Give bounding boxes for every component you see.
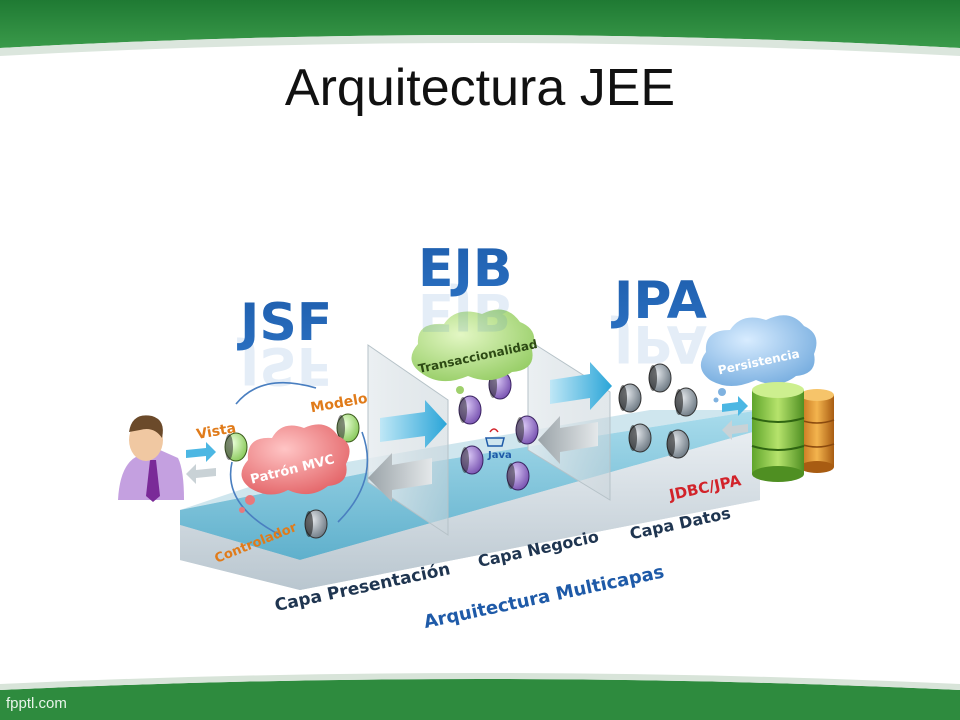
node-ejb-2 bbox=[458, 395, 482, 425]
database-icon-green bbox=[751, 382, 805, 482]
svg-text:JPA: JPA bbox=[611, 271, 707, 331]
svg-text:JPA: JPA bbox=[611, 313, 707, 373]
node-modelo bbox=[336, 413, 360, 443]
cloud-mvc bbox=[239, 424, 350, 513]
tech-label-jpa: JPA JPA bbox=[611, 271, 707, 373]
database-icon-orange bbox=[799, 389, 835, 473]
node-jpa-3 bbox=[674, 387, 698, 417]
node-ejb-5 bbox=[506, 461, 530, 491]
slide-title: Arquitectura JEE bbox=[284, 59, 676, 117]
svg-text:EJB: EJB bbox=[418, 281, 513, 341]
cloud-transacciones bbox=[411, 309, 535, 394]
node-jpa-2 bbox=[618, 383, 642, 413]
node-ejb-3 bbox=[515, 415, 539, 445]
flow-arrow-to-business bbox=[380, 400, 447, 448]
node-jpa-1 bbox=[648, 363, 672, 393]
cloud-persistencia bbox=[700, 315, 817, 403]
node-jpa-5 bbox=[666, 429, 690, 459]
label-vista: Vista bbox=[195, 420, 237, 443]
header-band bbox=[0, 0, 960, 56]
flow-arrow-back-presentation bbox=[368, 453, 432, 502]
footer-band bbox=[0, 673, 960, 720]
user-figure-icon bbox=[118, 415, 184, 502]
node-jpa-4 bbox=[628, 423, 652, 453]
db-arrows bbox=[722, 396, 748, 440]
platform-label: Arquitectura Multicapas bbox=[422, 562, 666, 634]
tech-label-ejb: EJB EJB bbox=[418, 239, 513, 341]
java-cup-icon bbox=[485, 428, 505, 447]
svg-text:JSF: JSF bbox=[237, 335, 332, 395]
flow-arrow-to-data bbox=[550, 362, 612, 410]
node-controlador bbox=[304, 509, 328, 539]
user-arrows bbox=[186, 442, 216, 484]
svg-text:EJB: EJB bbox=[418, 239, 513, 299]
node-ejb-4 bbox=[460, 445, 484, 475]
svg-text:JSF: JSF bbox=[237, 293, 332, 353]
tech-label-jsf: JSF JSF bbox=[237, 293, 332, 395]
label-java: Java bbox=[487, 450, 512, 461]
flow-arrow-back-business bbox=[538, 416, 598, 464]
mvc-cycle-arrows bbox=[229, 381, 369, 537]
node-vista bbox=[224, 432, 248, 462]
footer-brand: fpptl.com bbox=[6, 695, 67, 712]
